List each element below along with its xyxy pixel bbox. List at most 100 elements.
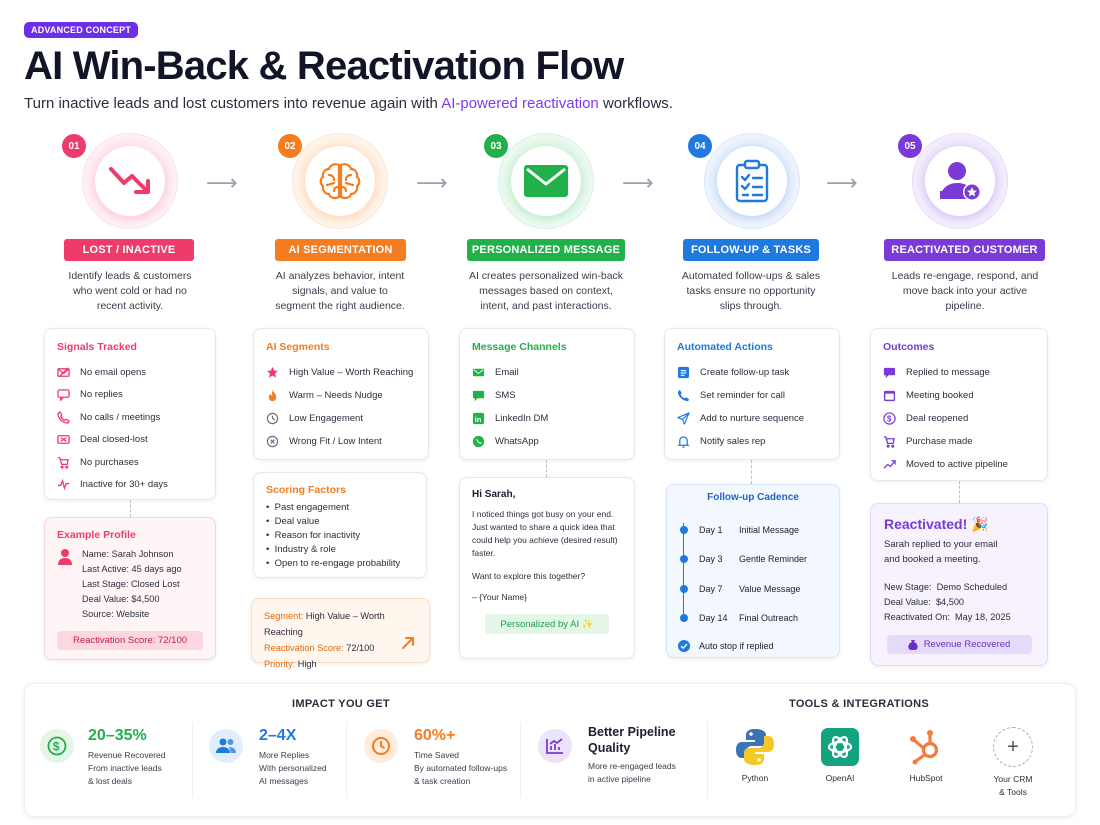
personalized-badge: Personalized by AI ✨ (485, 614, 609, 634)
list-item: Meeting booked (883, 384, 1035, 407)
connector (751, 460, 752, 484)
chart-icon (546, 738, 563, 754)
users-icon (216, 738, 236, 753)
list-item: • Open to re-engage probability (266, 558, 401, 569)
list-item: No calls / meetings (57, 406, 203, 429)
list-item: No email opens (57, 361, 203, 384)
trend-down-icon (109, 167, 150, 194)
whatsapp-icon (472, 435, 485, 448)
scoring-factors-card: Scoring Factors • Past engagement • Deal… (253, 472, 427, 578)
segment-row: Priority: High (264, 659, 317, 669)
step-4-circle (704, 133, 800, 229)
list-item: Moved to active pipeline (883, 453, 1035, 476)
list-item: Inactive for 30+ days (57, 474, 203, 497)
reactivated-title: Reactivated! 🎉 (884, 516, 989, 532)
signals-card: Signals Tracked No email opens No replie… (44, 328, 216, 500)
activity-icon (57, 478, 70, 491)
profile-row: Name: Sarah Johnson (82, 549, 174, 559)
profile-title: Example Profile (57, 529, 136, 541)
impact-item-time: 60%+ Time Saved By automated follow-ups … (364, 727, 507, 788)
envelope-icon (524, 165, 568, 197)
page-subtitle: Turn inactive leads and lost customers i… (24, 95, 673, 112)
list-item: $Deal reopened (883, 407, 1035, 430)
step-3-number: 03 (484, 134, 508, 158)
list-item: Email (472, 361, 622, 384)
reactivated-row: New Stage: Demo Scheduled (884, 582, 1008, 592)
profile-row: Source: Website (82, 609, 150, 619)
list-item: Create follow-up task (677, 361, 827, 384)
phone-off-icon (57, 410, 70, 424)
email-signature: – {Your Name} (472, 592, 527, 602)
chat-icon (883, 367, 896, 379)
mail-off-icon (57, 367, 70, 378)
profile-row: Last Active: 45 days ago (82, 564, 182, 574)
list-item: Wrong Fit / Low Intent (266, 430, 416, 453)
segment-row: Segment: High Value – Worth Reaching (264, 611, 385, 637)
list-item: Warm – Needs Nudge (266, 384, 416, 407)
impact-title: IMPACT YOU GET (292, 698, 390, 710)
profile-row: Last Stage: Closed Lost (82, 579, 180, 589)
list-item: Notify sales rep (677, 430, 827, 453)
channels-title: Message Channels (472, 341, 567, 353)
svg-text:$: $ (887, 414, 892, 423)
flow-arrow-icon: ⟶ (622, 170, 654, 195)
list-item: Add to nurture sequence (677, 407, 827, 430)
list-item: WhatsApp (472, 430, 622, 453)
arrow-up-right-icon (402, 637, 414, 649)
automated-actions-card: Automated Actions Create follow-up task … (664, 328, 840, 460)
list-item: Set reminder for call (677, 384, 827, 407)
step-1-number: 01 (62, 134, 86, 158)
tool-hubspot: HubSpot (891, 727, 961, 785)
segments-title: AI Segments (266, 341, 330, 353)
fire-icon (268, 389, 277, 402)
cadence-stop: Auto stop if replied (678, 633, 827, 659)
concept-badge: ADVANCED CONCEPT (24, 22, 139, 38)
calendar-icon (883, 390, 896, 402)
clock-icon (372, 737, 390, 755)
list-item: Low Engagement (266, 407, 416, 430)
step-3-circle (498, 133, 594, 229)
ai-segments-card: AI Segments High Value – Worth Reaching … (253, 328, 429, 460)
deal-lost-icon (57, 435, 70, 445)
step-1-label: LOST / INACTIVE (64, 239, 194, 261)
impact-item-replies: 2–4X More Replies With personalized AI m… (209, 727, 327, 788)
email-preview-card: Hi Sarah, I noticed things got busy on y… (459, 477, 635, 659)
step-1-circle (82, 133, 178, 229)
money-bag-icon (908, 640, 918, 650)
list-item: High Value – Worth Reaching (266, 361, 416, 384)
step-4-label: FOLLOW-UP & TASKS (683, 239, 819, 261)
flow-arrow-icon: ⟶ (206, 170, 238, 195)
scoring-title: Scoring Factors (266, 484, 346, 496)
svg-text:in: in (475, 415, 482, 424)
divider (192, 722, 193, 798)
list-item: • Past engagement (266, 502, 350, 513)
connector (959, 481, 960, 503)
reactivated-card: Reactivated! 🎉 Sarah replied to your ema… (870, 503, 1048, 666)
divider (520, 722, 521, 798)
star-icon (266, 366, 279, 378)
phone-icon (677, 389, 690, 402)
segment-result-card: Segment: High Value – Worth Reaching Rea… (251, 598, 430, 669)
step-5-label: REACTIVATED CUSTOMER (884, 239, 1045, 261)
step-2-label: AI SEGMENTATION (275, 239, 406, 261)
cadence-title: Follow-up Cadence (707, 492, 799, 503)
list-item: No purchases (57, 451, 203, 474)
clipboard-icon (735, 159, 769, 203)
step-5-number: 05 (898, 134, 922, 158)
revenue-recovered-badge: Revenue Recovered (886, 635, 1032, 654)
email-cta: Want to explore this together? (472, 571, 586, 581)
connector (130, 500, 131, 517)
dollar-circle-icon: $ (883, 412, 896, 425)
tool-python: Python (720, 727, 790, 785)
task-list-icon (677, 366, 690, 379)
step-4-number: 04 (688, 134, 712, 158)
